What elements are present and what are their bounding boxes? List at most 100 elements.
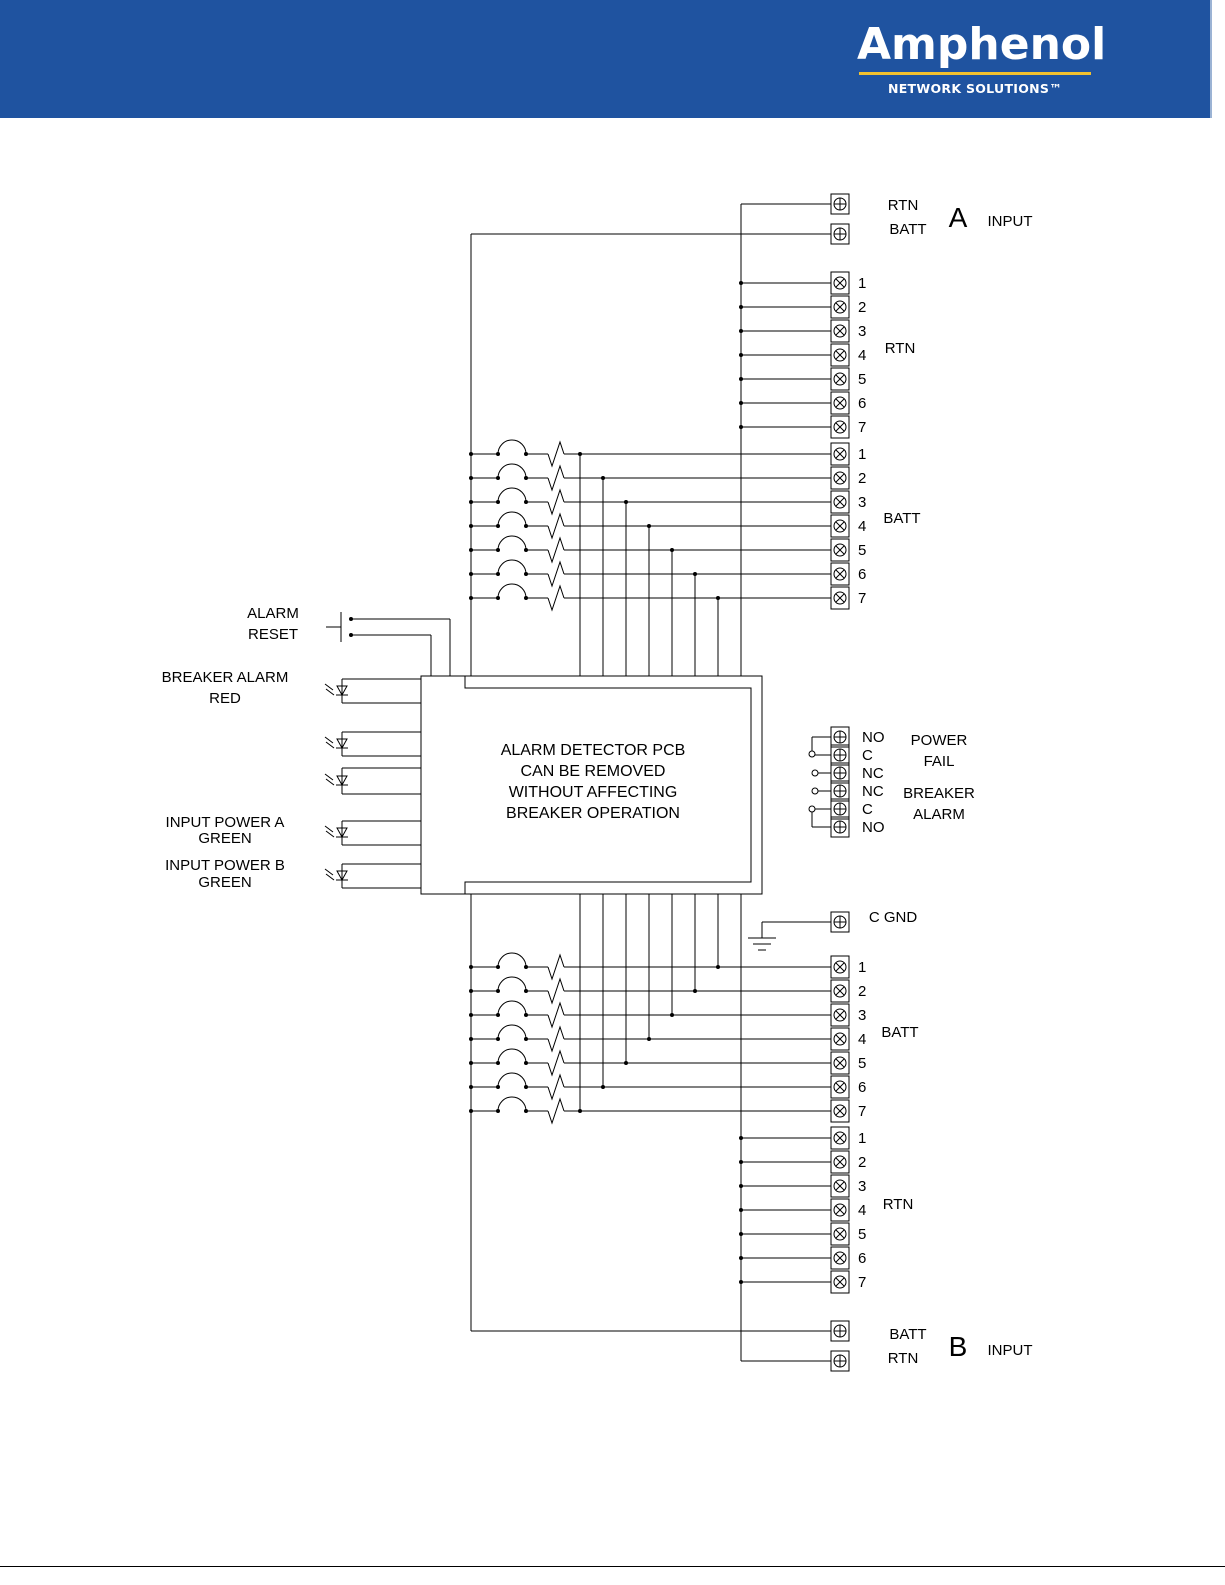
top-batt-number: 4 xyxy=(858,518,866,535)
x-terminal xyxy=(830,490,850,514)
junction-dot xyxy=(496,1061,500,1065)
junction-dot xyxy=(739,1256,743,1260)
junction-dot xyxy=(524,500,528,504)
junction-dot xyxy=(647,1037,651,1041)
junction-dot xyxy=(524,1085,528,1089)
led-light-ray xyxy=(324,683,334,691)
x-terminal xyxy=(830,391,850,415)
breaker-arc xyxy=(497,1000,527,1016)
junction-dot xyxy=(716,965,720,969)
x-terminal-mark xyxy=(835,1205,845,1215)
led-light-ray xyxy=(325,778,335,786)
plus-terminal xyxy=(830,726,850,748)
alarm-contact-pin-label: NC xyxy=(862,765,884,782)
bottom-batt-number: 4 xyxy=(858,1031,866,1048)
x-terminal xyxy=(830,562,850,586)
junction-dot xyxy=(496,1013,500,1017)
breaker-arc xyxy=(497,1048,527,1064)
input-a-label: INPUT xyxy=(988,213,1033,230)
bottom-rtn-number: 6 xyxy=(858,1250,866,1267)
breaker-zigzag xyxy=(547,1097,565,1125)
x-terminal xyxy=(830,1246,850,1270)
x-terminal xyxy=(830,955,850,979)
x-terminal-mark xyxy=(835,1157,845,1167)
bottom-rtn-number: 4 xyxy=(858,1202,866,1219)
plus-terminal xyxy=(830,223,850,245)
pcb-line-3: WITHOUT AFFECTING xyxy=(509,784,678,801)
pcb-label: ALARM DETECTOR PCB CAN BE REMOVED WITHOU… xyxy=(501,742,686,822)
x-terminal xyxy=(830,415,850,439)
top-rtn-number: 6 xyxy=(858,395,866,412)
top-batt-label: BATT xyxy=(883,510,920,527)
junction-dot xyxy=(601,476,605,480)
junction-dot xyxy=(496,572,500,576)
led-light-ray xyxy=(325,688,335,696)
input-a-batt-label: BATT xyxy=(889,221,926,238)
x-terminal xyxy=(830,1126,850,1150)
junction-dot xyxy=(670,1013,674,1017)
x-terminal-mark xyxy=(835,593,845,603)
top-batt-number: 6 xyxy=(858,566,866,583)
junction-dot xyxy=(469,1085,473,1089)
breaker-arc xyxy=(497,1024,527,1040)
pcb-line-1: ALARM DETECTOR PCB xyxy=(501,742,686,759)
breaker-zigzag xyxy=(547,464,565,492)
input-b-letter: B xyxy=(949,1331,968,1362)
junction-dot xyxy=(469,572,473,576)
x-terminal-mark xyxy=(835,374,845,384)
x-terminal-screw xyxy=(833,372,847,386)
x-terminal-mark xyxy=(835,1010,845,1020)
x-terminal-screw xyxy=(833,396,847,410)
x-terminal-screw xyxy=(833,1275,847,1289)
x-terminal xyxy=(830,271,850,295)
breaker-zigzag xyxy=(547,1001,565,1029)
x-terminal-mark xyxy=(835,449,845,459)
junction-dot xyxy=(496,1085,500,1089)
bottom-batt-number: 1 xyxy=(858,959,866,976)
junction-dot xyxy=(469,500,473,504)
led-light-ray xyxy=(324,825,334,833)
x-terminal xyxy=(830,1099,850,1123)
x-terminal xyxy=(830,1075,850,1099)
pcb-inner-outline xyxy=(464,676,752,894)
x-terminal-screw xyxy=(833,1032,847,1046)
junction-dot xyxy=(739,1280,743,1284)
alarm-contact-pin-label: NO xyxy=(862,819,885,836)
bottom-rtn-label: RTN xyxy=(883,1196,914,1213)
x-terminal-screw xyxy=(833,543,847,557)
x-terminal-screw xyxy=(833,1131,847,1145)
junction-dot xyxy=(524,596,528,600)
junction-dot xyxy=(524,452,528,456)
top-rtn-number: 4 xyxy=(858,347,866,364)
junction-dot xyxy=(739,401,743,405)
x-terminal-mark xyxy=(835,1082,845,1092)
led-light-ray xyxy=(325,741,335,749)
components xyxy=(336,193,850,1372)
breaker-arc xyxy=(497,559,527,575)
junction-dot xyxy=(524,1109,528,1113)
x-terminal-screw xyxy=(833,1155,847,1169)
led-light-ray xyxy=(325,830,335,838)
x-terminal-screw xyxy=(833,420,847,434)
bottom-rtn-number: 5 xyxy=(858,1226,866,1243)
breaker-zigzag xyxy=(547,512,565,540)
x-terminal-mark xyxy=(835,1133,845,1143)
x-terminal-screw xyxy=(833,324,847,338)
junction-dot xyxy=(739,329,743,333)
junction-dot xyxy=(496,548,500,552)
top-rtn-number: 2 xyxy=(858,299,866,316)
x-terminal-mark xyxy=(835,302,845,312)
x-terminal-screw xyxy=(833,1227,847,1241)
alarm-contact-pin-label: NC xyxy=(862,783,884,800)
junction-dot xyxy=(739,1136,743,1140)
input-a-letter: A xyxy=(949,202,968,233)
junction-dot xyxy=(670,548,674,552)
breaker-arc xyxy=(497,976,527,992)
led-diode xyxy=(336,685,348,697)
led-input-power-b-color: GREEN xyxy=(198,874,251,891)
breaker-zigzag xyxy=(547,1073,565,1101)
breaker-zigzag xyxy=(547,440,565,468)
x-terminal-mark xyxy=(835,1034,845,1044)
contact-open-node xyxy=(808,805,816,813)
junction-dot xyxy=(496,500,500,504)
